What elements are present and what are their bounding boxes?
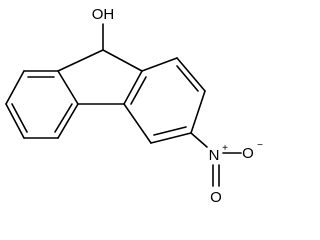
double-bond-inner <box>11 103 28 133</box>
right-benzene-ring <box>123 57 206 144</box>
bond <box>5 70 25 105</box>
molecule-structure: OH N + O O − <box>5 6 263 206</box>
nitro-oxygen-double-label: O <box>210 189 222 206</box>
bond <box>190 90 206 134</box>
bond <box>123 103 152 144</box>
bond <box>57 70 79 105</box>
hydroxyl-group: OH <box>92 6 115 51</box>
double-bond-inner <box>153 126 187 136</box>
nitro-oxygen-single-label: O <box>242 145 254 162</box>
double-bond-inner <box>176 65 199 92</box>
bond <box>57 103 79 139</box>
nitro-nitrogen-charge: + <box>222 143 228 154</box>
bond <box>123 70 143 105</box>
nitro-group: N + O O − <box>190 132 263 206</box>
bond-c-n <box>190 132 208 148</box>
bond <box>5 103 25 139</box>
nitro-oxygen-charge: − <box>257 140 263 151</box>
nitro-nitrogen-label: N <box>209 147 220 164</box>
bond <box>102 49 143 72</box>
hydroxyl-label: OH <box>92 6 115 23</box>
bond <box>57 49 104 72</box>
left-benzene-ring <box>5 70 79 139</box>
bond <box>141 57 178 72</box>
five-membered-ring <box>57 49 143 105</box>
double-bond-inner <box>130 76 147 105</box>
bond <box>176 57 206 92</box>
double-bond-inner <box>54 103 73 133</box>
bond <box>150 132 192 144</box>
